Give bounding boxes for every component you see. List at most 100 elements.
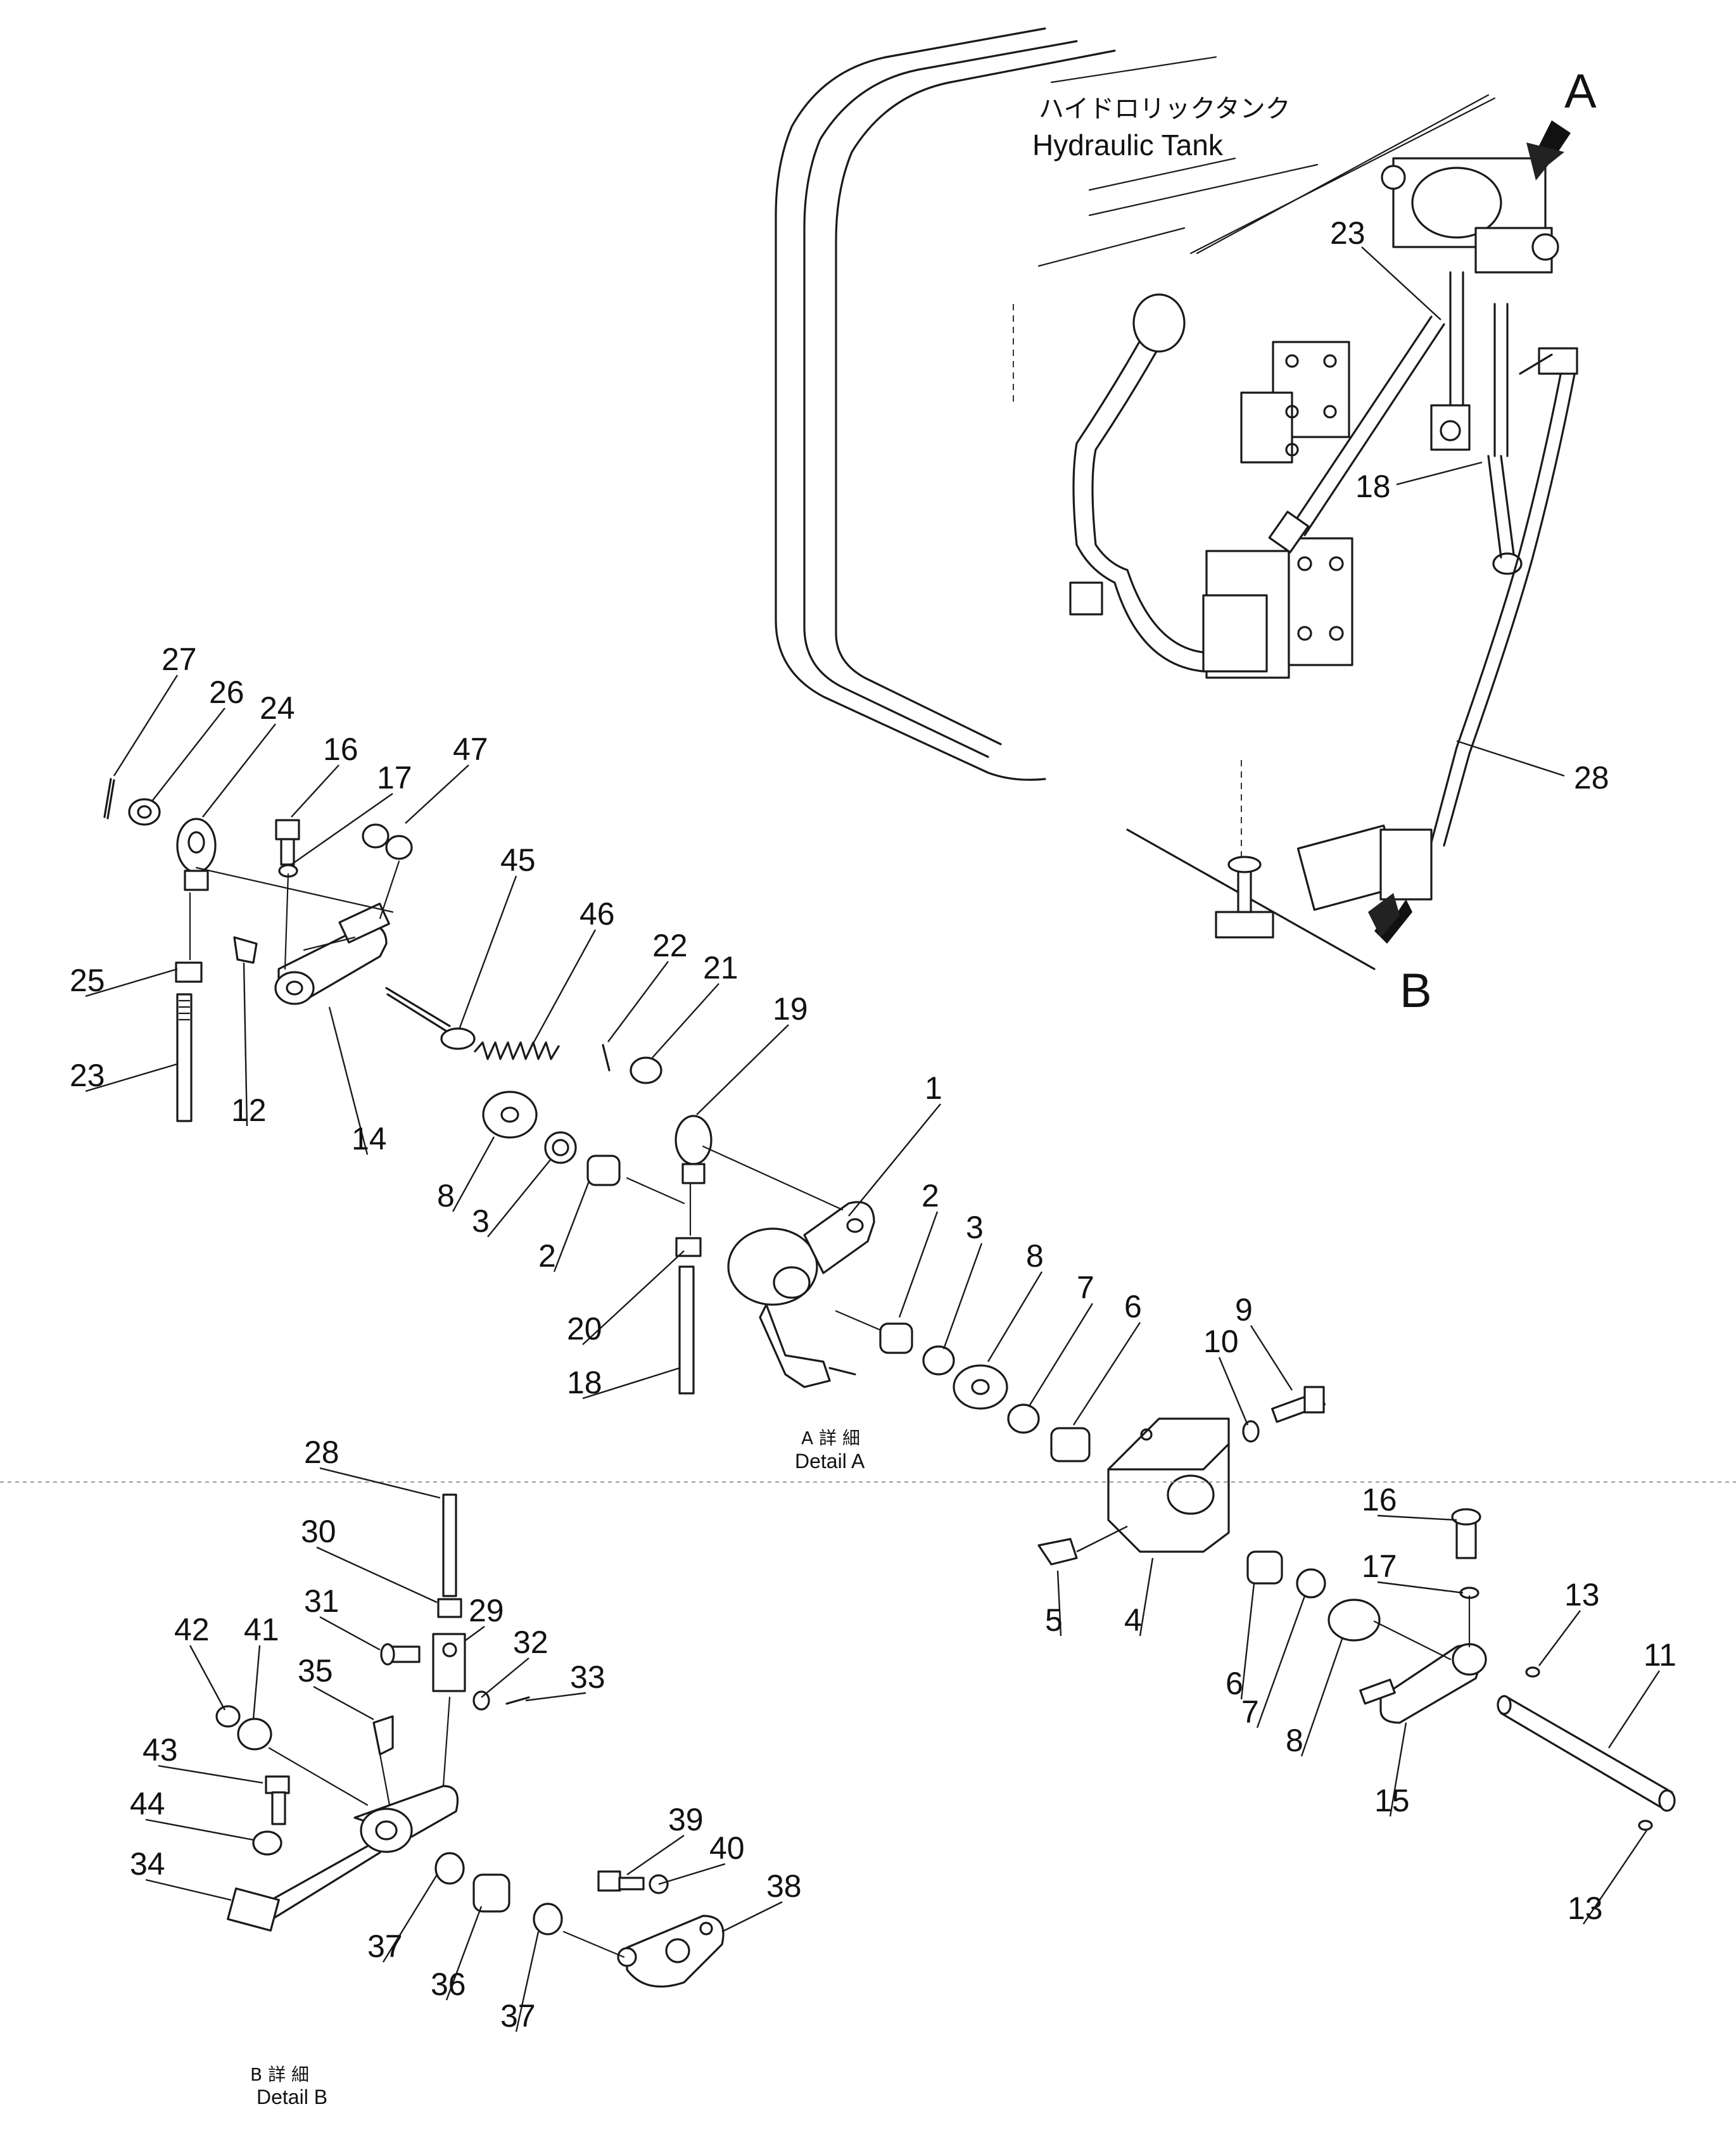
detail-b-callout-37: 37 bbox=[367, 1929, 403, 1964]
detail-a-leader-line bbox=[405, 764, 469, 824]
detail-a-leader-line bbox=[1256, 1595, 1306, 1728]
detail-a-callout-22: 22 bbox=[652, 928, 688, 963]
detail-b-leader-line bbox=[145, 1818, 254, 1841]
detail-a-leader-line bbox=[1056, 1570, 1062, 1637]
detail-b-callout-43: 43 bbox=[143, 1732, 178, 1768]
detail-a-callout-13: 13 bbox=[1568, 1891, 1603, 1926]
detail-b-leader-line bbox=[158, 1764, 263, 1784]
detail-b-leader-line bbox=[319, 1467, 441, 1499]
detail-a-leader-line bbox=[1028, 1303, 1094, 1407]
detail-a-callout-4: 4 bbox=[1124, 1602, 1142, 1638]
detail-a-leader-line bbox=[553, 1181, 590, 1272]
detail-b-drawing bbox=[215, 1493, 725, 1988]
detail-b-leader-line bbox=[313, 1685, 374, 1721]
detail-a-callout-10: 10 bbox=[1203, 1324, 1239, 1359]
detail-a-callout-17: 17 bbox=[377, 760, 412, 795]
detail-a-leader-line bbox=[1240, 1583, 1255, 1700]
detail-a-leader-line bbox=[696, 1024, 789, 1115]
detail-b-leader-line bbox=[445, 1906, 483, 2001]
detail-a-callout-3: 3 bbox=[966, 1210, 984, 1245]
detail-b-leader-line bbox=[626, 1835, 685, 1875]
detail-b-leader-line bbox=[525, 1692, 586, 1702]
detail-a-callout-17: 17 bbox=[1362, 1549, 1397, 1584]
detail-b-leader-line bbox=[252, 1645, 261, 1720]
detail-a-callout-25: 25 bbox=[70, 963, 105, 998]
detail-b-leader-line bbox=[145, 1878, 232, 1901]
detail-a-callout-3: 3 bbox=[472, 1203, 490, 1239]
detail-a-callout-27: 27 bbox=[162, 642, 197, 677]
detail-b-leader-line bbox=[465, 1626, 485, 1641]
detail-a-callout-45: 45 bbox=[500, 842, 536, 878]
detail-b-leader-line bbox=[658, 1863, 726, 1885]
detail-a-caption-en: Detail A bbox=[795, 1450, 865, 1473]
detail-a-callout-2: 2 bbox=[538, 1238, 556, 1274]
detail-a-callout-15: 15 bbox=[1374, 1783, 1410, 1818]
detail-a-leader-line bbox=[85, 1063, 178, 1093]
detail-b-callout-36: 36 bbox=[431, 1967, 466, 2002]
detail-a-leader-line bbox=[582, 1250, 685, 1345]
detail-b-leader-line bbox=[721, 1901, 783, 1933]
detail-b-leader-line bbox=[382, 1874, 438, 1963]
detail-a-leader-line bbox=[1377, 1581, 1464, 1594]
detail-a-leader-line bbox=[1139, 1557, 1154, 1637]
detail-a-leader-line bbox=[942, 1243, 983, 1350]
view-a-label: A bbox=[1564, 65, 1597, 118]
detail-b-callout-34: 34 bbox=[130, 1846, 165, 1882]
detail-a-callout-16: 16 bbox=[1362, 1482, 1397, 1517]
detail-a-leader-line bbox=[1389, 1722, 1407, 1817]
detail-a-leader-line bbox=[848, 1103, 941, 1217]
detail-a-callout-14: 14 bbox=[352, 1121, 387, 1156]
detail-a-leader-line bbox=[528, 929, 597, 1052]
detail-b-leader-line bbox=[189, 1645, 226, 1711]
detail-a-leader-line bbox=[113, 675, 179, 776]
callout-23-overview: 23 bbox=[1330, 215, 1365, 251]
detail-a-leader-line bbox=[1250, 1325, 1293, 1391]
detail-b-leader-line bbox=[316, 1546, 438, 1604]
detail-a-callout-6: 6 bbox=[1226, 1666, 1243, 1701]
detail-a-caption-jp: A 詳 細 bbox=[801, 1428, 860, 1448]
detail-b-callout-33: 33 bbox=[570, 1659, 605, 1695]
detail-a-callout-46: 46 bbox=[580, 896, 615, 932]
detail-a-leader-line bbox=[652, 983, 719, 1058]
detail-b-leader-line bbox=[319, 1616, 381, 1651]
detail-a-callout-24: 24 bbox=[260, 690, 295, 726]
tank-label-jp: ハイドロリックタンク bbox=[1039, 94, 1291, 124]
detail-a-callout-5: 5 bbox=[1045, 1602, 1063, 1638]
detail-a-callout-20: 20 bbox=[567, 1311, 602, 1346]
detail-a-leader-line bbox=[452, 1136, 495, 1212]
detail-a-callout-13: 13 bbox=[1564, 1577, 1600, 1612]
detail-a-leader-line bbox=[85, 968, 178, 998]
detail-b-callout-44: 44 bbox=[130, 1786, 165, 1821]
detail-a-leader-line bbox=[1218, 1357, 1249, 1426]
detail-b-callout-42: 42 bbox=[174, 1612, 210, 1647]
detail-a-leader-line bbox=[1583, 1830, 1647, 1925]
tank-label-en: Hydraulic Tank bbox=[1032, 129, 1224, 162]
detail-a-callout-1: 1 bbox=[925, 1070, 942, 1106]
detail-b-caption-jp: B 詳 細 bbox=[250, 2064, 309, 2085]
detail-a-callout-8: 8 bbox=[437, 1178, 455, 1213]
detail-b-callout-40: 40 bbox=[709, 1830, 745, 1866]
detail-b-callout-39: 39 bbox=[668, 1802, 704, 1837]
detail-b-leader-line bbox=[515, 1931, 540, 2032]
detail-b-callout-37: 37 bbox=[500, 1998, 536, 2034]
detail-a-callout-23: 23 bbox=[70, 1058, 105, 1093]
detail-a-leader-line bbox=[328, 1006, 369, 1155]
hydraulic-tank-overview: ハイドロリックタンク Hydraulic Tank A B 23 18 28 bbox=[775, 27, 1609, 1018]
detail-b-callout-38: 38 bbox=[766, 1868, 802, 1904]
detail-a-callout-7: 7 bbox=[1077, 1270, 1094, 1305]
detail-a-leader-line bbox=[1377, 1514, 1457, 1521]
detail-b-callout-31: 31 bbox=[304, 1583, 339, 1619]
detail-a-callout-8: 8 bbox=[1286, 1723, 1303, 1758]
detail-a-leader-line bbox=[582, 1367, 680, 1400]
detail-a-callout-7: 7 bbox=[1241, 1694, 1259, 1730]
detail-a-leader-line bbox=[607, 961, 669, 1042]
detail-a-callout-6: 6 bbox=[1124, 1289, 1142, 1324]
detail-a-leader-line bbox=[151, 707, 225, 802]
detail-b-callout-35: 35 bbox=[298, 1653, 333, 1688]
detail-a-callout-26: 26 bbox=[209, 675, 244, 710]
detail-b-callout-41: 41 bbox=[244, 1612, 279, 1647]
detail-a-leader-line bbox=[898, 1211, 939, 1318]
